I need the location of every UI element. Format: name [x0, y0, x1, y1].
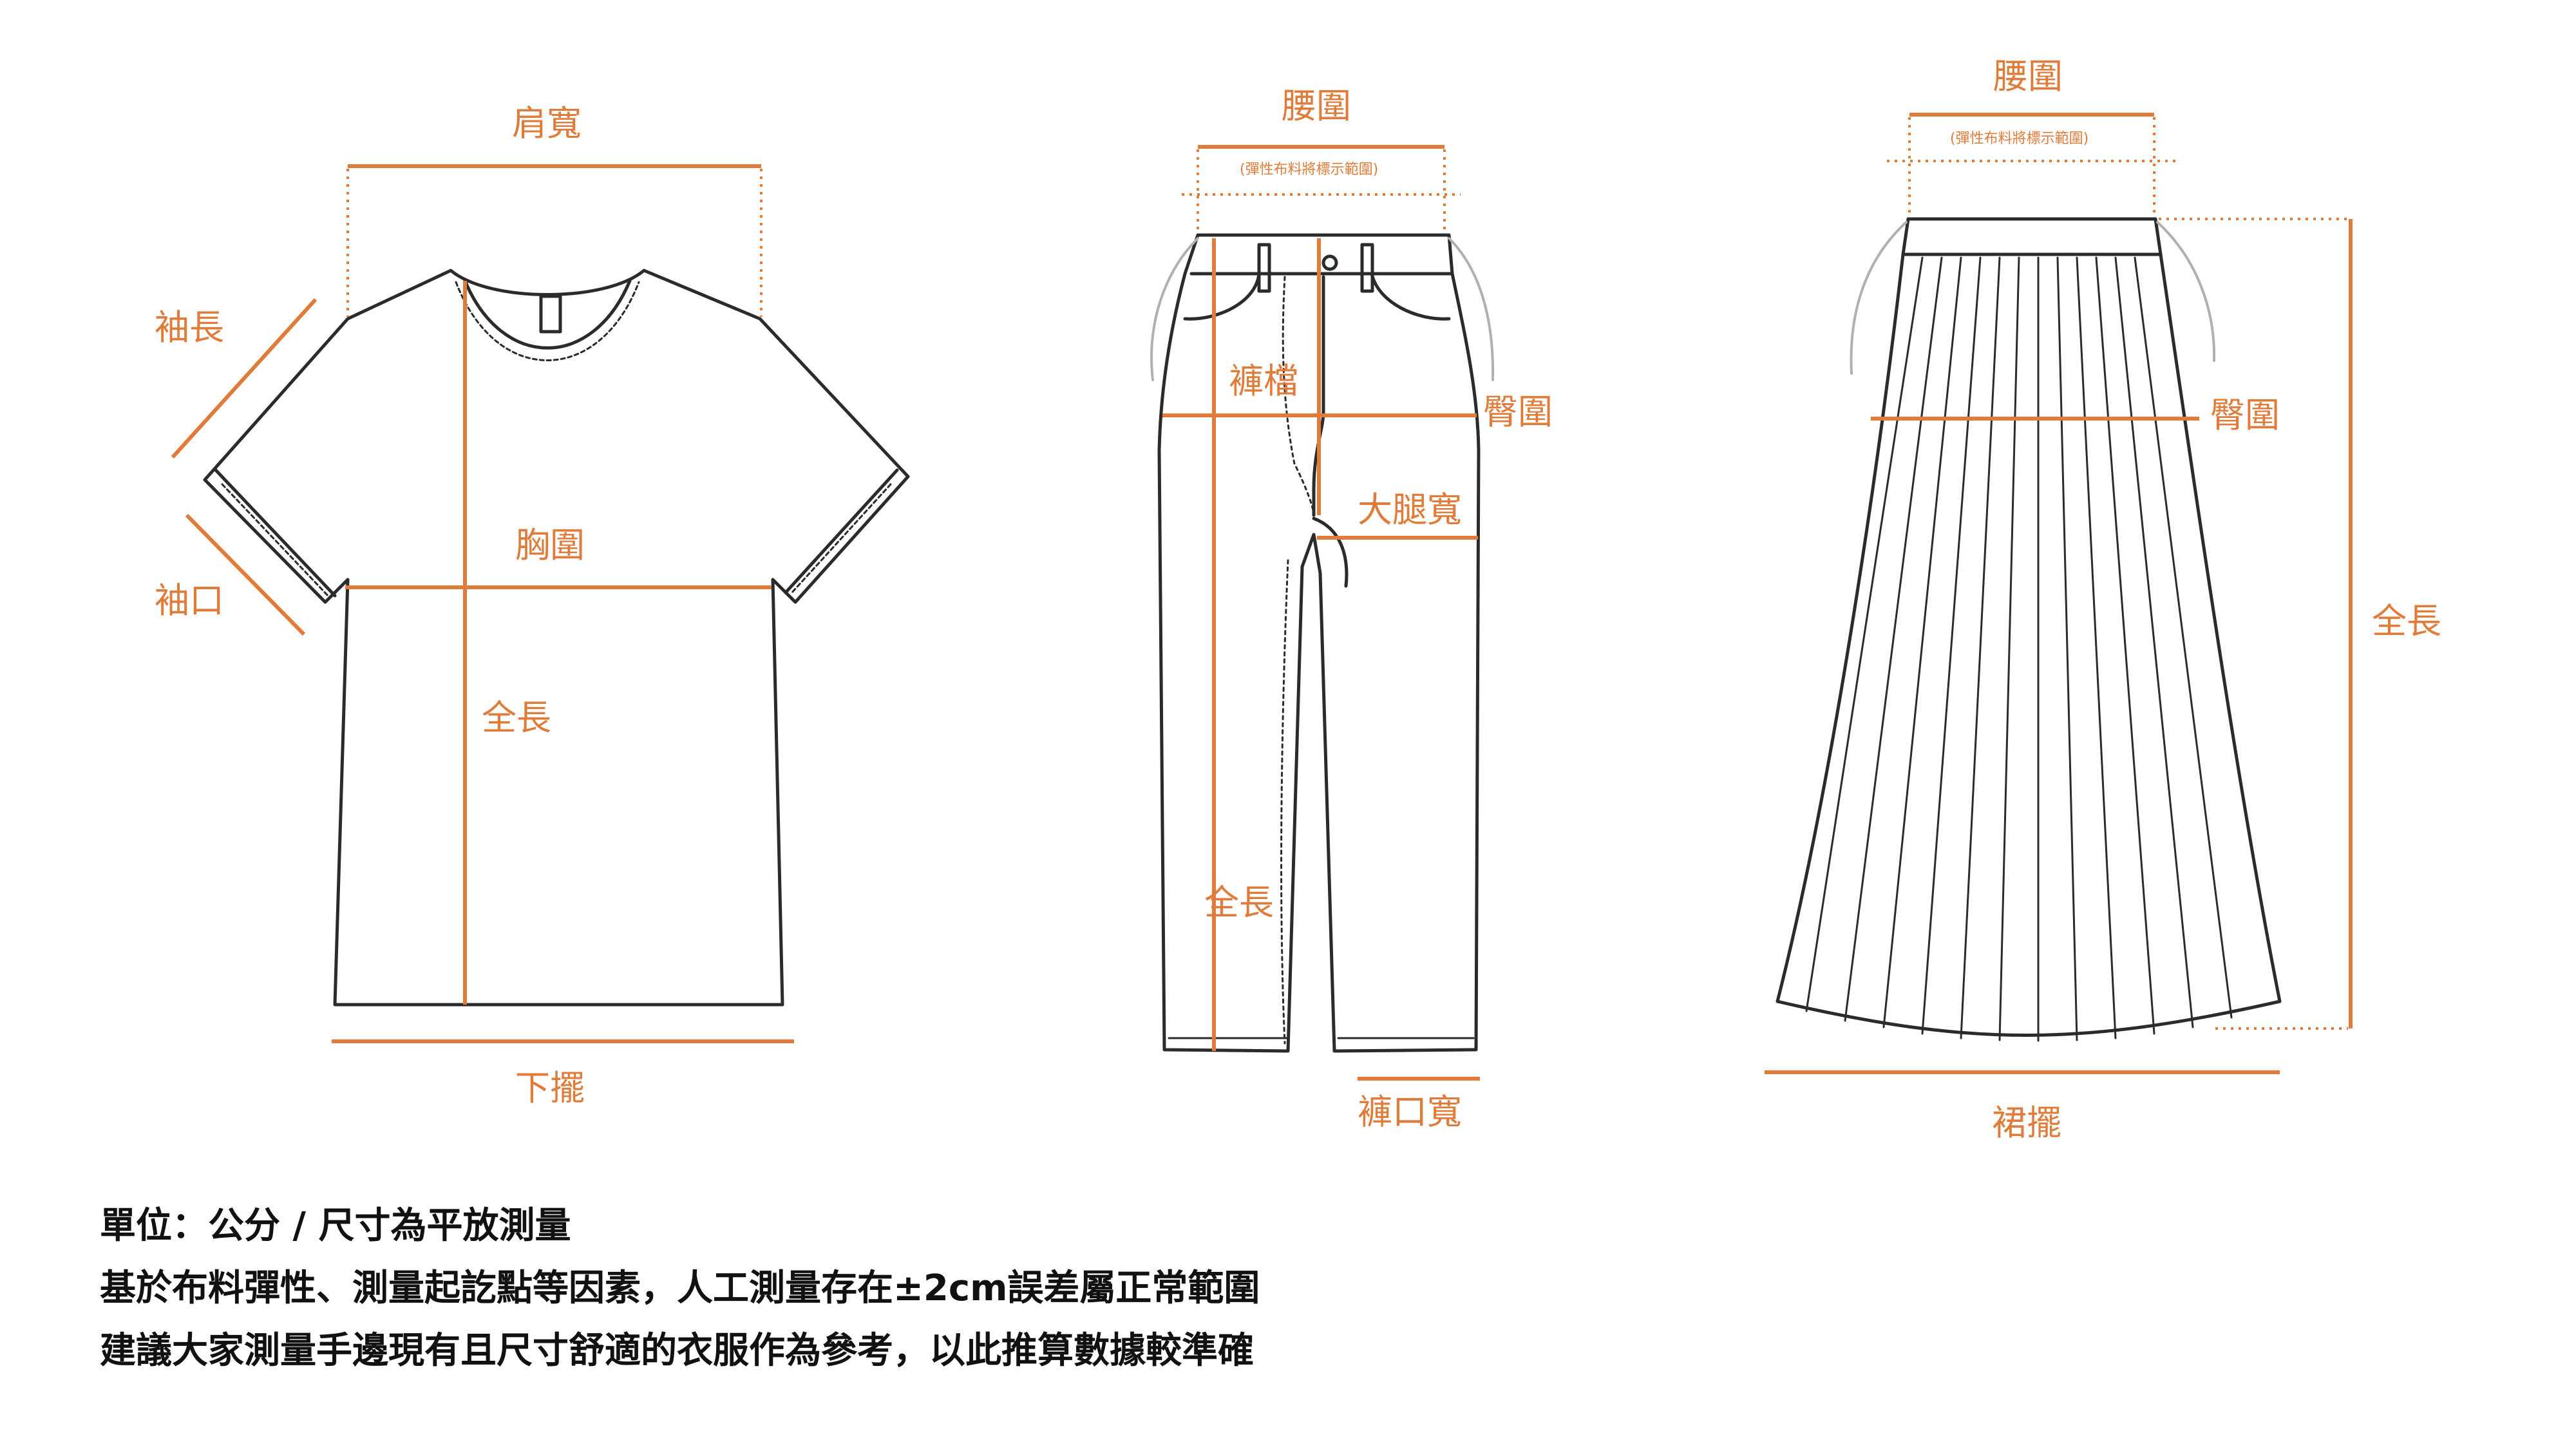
- pants-belt-loop-right: [1360, 243, 1374, 293]
- tshirt-shoulder-width-label: 肩寬: [512, 103, 582, 144]
- footnote-tolerance: 基於布料彈性、測量起訖點等因素，人工測量存在±2cm誤差屬正常範圍: [100, 1267, 1260, 1310]
- pants-thigh-label: 大腿寬: [1358, 489, 1462, 530]
- skirt-waist-label: 腰圍: [1993, 56, 2063, 97]
- tshirt-sleeve-opening-label: 袖口: [155, 580, 224, 621]
- skirt-pleat-lines: [1805, 256, 2233, 1042]
- tshirt-right-cuff-stitch: [790, 483, 892, 595]
- skirt-left-hip-curve: [1850, 221, 1908, 375]
- skirt-measure-lines: [1765, 113, 2353, 1074]
- skirt-hem-label: 裙擺: [1992, 1103, 2061, 1143]
- tshirt-left-cuff-stitch: [221, 483, 331, 599]
- tshirt-sleeve-length-line: [171, 298, 317, 459]
- skirt-hip-label: 臀圍: [2210, 395, 2280, 435]
- pants-illustration: [1150, 233, 1495, 1053]
- pants-leg-opening-label: 褲口寬: [1358, 1092, 1462, 1132]
- tshirt-sleeve-length-label: 袖長: [155, 307, 224, 348]
- pants-rise-label: 褲檔: [1229, 361, 1298, 401]
- tshirt-collar-stitch: [455, 281, 640, 361]
- pants-button: [1321, 254, 1338, 271]
- pants-measure-lines: [1162, 145, 1480, 1081]
- pants-fly-stitch: [1282, 276, 1315, 516]
- pants-left-pocket: [1183, 272, 1261, 321]
- footnote-advice: 建議大家測量手邊現有且尺寸舒適的衣服作為參考，以此推算數據較準確: [100, 1330, 1254, 1372]
- skirt-right-hip-curve: [2156, 221, 2216, 362]
- skirt-outline: [1776, 217, 2282, 1037]
- pants-right-pocket: [1370, 272, 1451, 321]
- tshirt-measure-lines: [171, 164, 794, 1043]
- skirt-illustration: [1776, 217, 2282, 1042]
- skirt-length-label: 全長: [2372, 601, 2441, 641]
- pants-waist-note: (彈性布料將標示範圍): [1240, 162, 1379, 178]
- footnote-unit: 單位：公分 / 尺寸為平放測量: [100, 1205, 571, 1247]
- pants-length-label: 全長: [1204, 882, 1274, 923]
- tshirt-body-outline: [203, 269, 910, 1007]
- tshirt-left-cuff-line: [214, 468, 337, 598]
- tshirt-illustration: [203, 269, 910, 1007]
- pants-waist-label: 腰圍: [1282, 86, 1351, 126]
- pants-belt-loop-left: [1257, 243, 1271, 293]
- tshirt-length-label: 全長: [482, 697, 551, 738]
- footnotes: 單位：公分 / 尺寸為平放測量 基於布料彈性、測量起訖點等因素，人工測量存在±2…: [100, 1204, 1260, 1392]
- tshirt-right-cuff-line: [784, 468, 899, 594]
- tshirt-hem-label: 下擺: [515, 1068, 585, 1108]
- pants-hip-label: 臀圍: [1483, 392, 1553, 432]
- tshirt-collar-inner: [463, 279, 632, 350]
- pants-inseam-curve: [1312, 516, 1349, 588]
- tshirt-label-tag: [539, 294, 562, 334]
- pants-left-leg-fold: [1280, 559, 1289, 1045]
- tshirt-sleeve-opening-line: [185, 513, 306, 636]
- tshirt-chest-label: 胸圍: [515, 525, 585, 565]
- skirt-waist-note: (彈性布料將標示範圍): [1950, 131, 2089, 147]
- pants-outline: [1157, 233, 1481, 1053]
- pants-right-hip-curve: [1448, 237, 1495, 381]
- pants-left-hip-curve: [1150, 237, 1199, 381]
